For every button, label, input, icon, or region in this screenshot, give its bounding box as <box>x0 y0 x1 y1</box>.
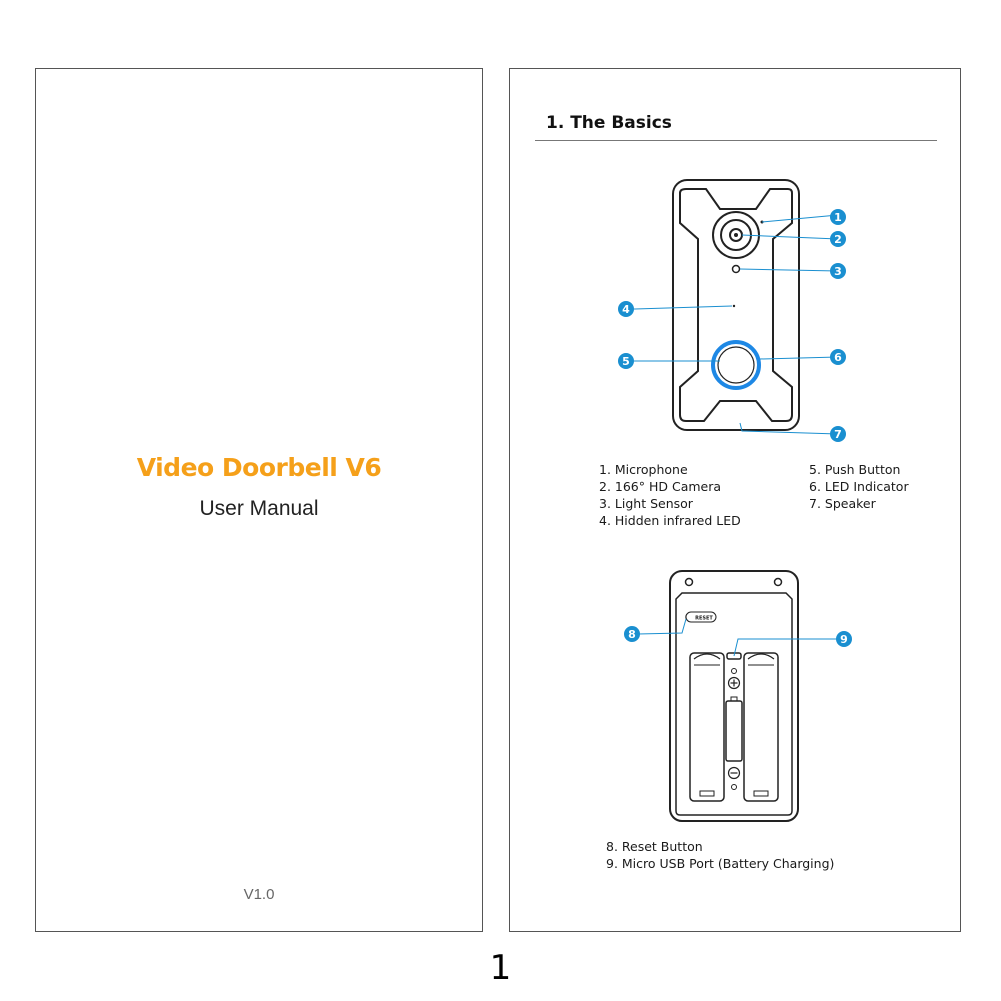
callout-badge-6: 6 <box>830 349 846 365</box>
battery-spring-right-top <box>747 653 775 660</box>
callout-line-2 <box>741 234 839 240</box>
mount-hole-icon <box>773 577 783 587</box>
cover-subtitle: User Manual <box>199 497 319 520</box>
svg-text:2: 2 <box>834 233 842 246</box>
callout-badge-4: 4 <box>618 301 634 317</box>
battery-icon <box>725 700 743 762</box>
cover-title: Video Doorbell V6 <box>136 453 382 482</box>
callout-line-8 <box>637 618 687 635</box>
battery-spring-left-top <box>693 653 721 660</box>
reset-label: RESET <box>695 616 713 622</box>
callout-line-3 <box>739 268 839 272</box>
callout-badge-1: 1 <box>830 209 846 225</box>
svg-text:7: 7 <box>834 428 842 441</box>
callout-badge-5: 5 <box>618 353 634 369</box>
callout-line-7 <box>739 422 839 435</box>
cover-page: Video Doorbell V6 User Manual V1.0 <box>35 68 483 932</box>
infrared-led-dot <box>732 304 736 308</box>
legend-item: 6. LED Indicator <box>809 479 909 494</box>
front-body-outline <box>672 179 800 431</box>
callout-badge-9: 9 <box>836 631 852 647</box>
svg-text:9: 9 <box>840 633 848 646</box>
svg-text:6: 6 <box>834 351 842 364</box>
legend-item: 5. Push Button <box>809 462 901 477</box>
callout-line-1 <box>761 214 839 223</box>
svg-text:3: 3 <box>834 265 842 278</box>
front-legend-right: 5. Push Button 6. LED Indicator 7. Speak… <box>809 461 909 512</box>
legend-item: 1. Microphone <box>599 462 688 477</box>
basics-page: 1. The Basics <box>509 68 961 932</box>
front-legend-left: 1. Microphone 2. 166° HD Camera 3. Light… <box>599 461 741 529</box>
battery-contact-left <box>699 790 715 797</box>
battery-slot-left <box>689 652 725 802</box>
back-legend: 8. Reset Button 9. Micro USB Port (Batte… <box>606 838 834 872</box>
legend-item: 4. Hidden infrared LED <box>599 513 741 528</box>
camera-lens-center <box>734 233 738 237</box>
legend-item: 8. Reset Button <box>606 839 703 854</box>
indicator-dot <box>731 668 737 674</box>
back-body-outline <box>669 570 799 822</box>
svg-text:8: 8 <box>628 628 636 641</box>
callout-badge-3: 3 <box>830 263 846 279</box>
push-button <box>717 346 755 384</box>
callout-line-6 <box>759 356 839 360</box>
legend-item: 2. 166° HD Camera <box>599 479 722 494</box>
legend-item: 9. Micro USB Port (Battery Charging) <box>606 856 835 871</box>
page-number: 1 <box>489 948 512 988</box>
section-divider <box>535 140 937 141</box>
callout-line-4 <box>633 305 733 310</box>
legend-item: 3. Light Sensor <box>599 496 693 511</box>
section-title: 1. The Basics <box>546 113 672 133</box>
mount-hole-icon <box>684 577 694 587</box>
svg-text:4: 4 <box>622 303 630 316</box>
cover-version: V1.0 <box>243 886 275 903</box>
legend-item: 7. Speaker <box>809 496 876 511</box>
callout-line-9 <box>733 638 840 657</box>
doorbell-back-diagram: RESET 8 9 <box>624 570 852 822</box>
callout-badge-8: 8 <box>624 626 640 642</box>
svg-text:1: 1 <box>834 211 842 224</box>
battery-slot-right <box>743 652 779 802</box>
light-sensor <box>731 264 741 274</box>
battery-compartment-outline <box>675 592 793 816</box>
svg-text:5: 5 <box>622 355 630 368</box>
callout-badge-7: 7 <box>830 426 846 442</box>
front-faceplate-outline <box>679 188 793 422</box>
reset-label-box <box>685 611 717 623</box>
doorbell-front-diagram: 1 2 3 4 5 6 7 <box>618 179 846 442</box>
battery-contact-right <box>753 790 769 797</box>
indicator-dot <box>731 784 737 790</box>
callout-badge-2: 2 <box>830 231 846 247</box>
